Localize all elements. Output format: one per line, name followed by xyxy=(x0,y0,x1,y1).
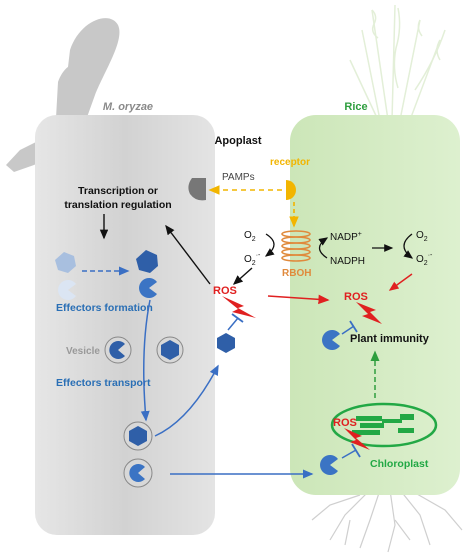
nadph-conversion-arc xyxy=(318,237,329,259)
rboh-coil-icon xyxy=(281,230,311,262)
o2-right-label: O2 xyxy=(416,230,428,243)
lightning-ros-icon xyxy=(344,428,370,450)
fungus-cell xyxy=(35,115,215,535)
hexagon-effector-icon xyxy=(161,340,179,360)
plant-immunity-label: Plant immunity xyxy=(350,333,430,345)
chloroplast-inhibit-bar xyxy=(351,443,361,458)
rboh-label: RBOH xyxy=(282,268,311,279)
o2-conversion-right-arc xyxy=(403,233,414,259)
o2-left-label: O2 xyxy=(244,230,256,243)
nadph-label: NADPH xyxy=(330,256,365,267)
rice-title: Rice xyxy=(344,101,367,113)
immunity-inhibit-line xyxy=(341,325,355,335)
o2-minus-right-label: O2·- xyxy=(416,252,433,267)
effectors-transport-label: Effectors transport xyxy=(56,377,151,389)
hexagon-secretion-arrow xyxy=(154,364,219,437)
pacman-effector-icon xyxy=(129,464,145,482)
vesicle-label: Vesicle xyxy=(66,346,100,357)
ros-left-label: ROS xyxy=(213,285,237,297)
transcription-label-line1: Transcription or xyxy=(78,185,158,197)
pacman-effector-icon xyxy=(321,330,340,350)
pacman-effector-icon xyxy=(58,280,76,300)
lightning-ros-icon xyxy=(222,296,256,318)
immunity-inhibit-bar xyxy=(349,320,358,333)
nadp-plus-label: NADP+ xyxy=(330,231,362,243)
superoxide-to-ros-right-arrow xyxy=(388,273,413,291)
superoxide-to-ros-arrow xyxy=(232,267,253,285)
ros-to-transcription-arrow xyxy=(165,224,211,285)
hexagon-inhibit-ros-line xyxy=(227,317,239,331)
o2-minus-left-label: O2·- xyxy=(244,252,261,267)
fungus-silhouette-icon xyxy=(6,18,120,172)
hexagon-effector-icon xyxy=(136,250,158,273)
fungus-title: M. oryzae xyxy=(103,101,153,113)
hexagon-inhibit-ros-bar xyxy=(231,313,244,323)
receptor-label: receptor xyxy=(270,157,310,168)
pacman-effector-icon xyxy=(139,278,157,298)
rice-cell xyxy=(290,115,460,495)
apoplast-label: Apoplast xyxy=(214,135,261,147)
pamp-icon xyxy=(188,178,206,201)
hexagon-effector-icon xyxy=(217,333,235,353)
roots-icon xyxy=(311,489,463,553)
effectors-transport-arrow xyxy=(140,299,151,422)
chloroplast-inhibit-line xyxy=(341,449,357,459)
rice-plant-icon xyxy=(349,4,446,121)
receptor-icon xyxy=(286,180,296,200)
chloroplast-label: Chloroplast xyxy=(370,458,429,470)
lightning-ros-icon xyxy=(356,302,382,324)
hexagon-effector-icon xyxy=(129,426,147,446)
pamps-label: PAMPs xyxy=(222,172,255,183)
hexagon-effector-icon xyxy=(55,252,76,273)
chloroplast-icon xyxy=(330,402,438,448)
effectors-formation-label: Effectors formation xyxy=(56,302,153,314)
ros-right-label: ROS xyxy=(344,291,368,303)
thylakoid-stack xyxy=(352,414,414,435)
transcription-label-line2: translation regulation xyxy=(64,199,171,211)
ros-chloroplast-label: ROS xyxy=(333,417,357,429)
pacman-effector-icon xyxy=(320,455,338,475)
ros-left-to-right-arrow xyxy=(267,294,330,305)
pacman-effector-icon xyxy=(109,341,125,359)
o2-conversion-left-arc xyxy=(264,233,275,257)
